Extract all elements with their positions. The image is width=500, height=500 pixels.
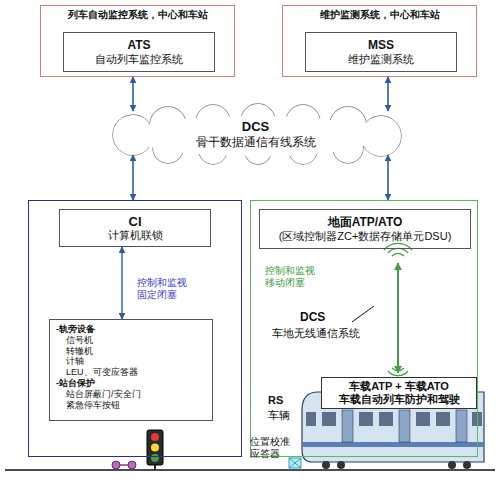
- radio-wave: [392, 253, 404, 256]
- system-group: 列车自动监控系统，中心和车站 ATS自动列车监控系统: [40, 5, 235, 77]
- node-heading: 地面ATP/ATO: [328, 215, 403, 229]
- node-text: 信号机: [56, 335, 93, 346]
- node-text: LEU、可变应答器: [56, 367, 138, 378]
- connector-arrow: [397, 263, 399, 373]
- train-door: [342, 410, 353, 442]
- signal-lamp-green: [151, 454, 159, 462]
- node-heading: -轨旁设备: [56, 324, 95, 335]
- vehicle-name: 车辆: [268, 409, 298, 422]
- rail-track: [5, 469, 495, 471]
- signal-lamp-yellow: [151, 444, 159, 452]
- connector-arrow: [387, 77, 389, 111]
- node-text: (区域控制器ZC+数据存储单元DSU): [279, 230, 452, 243]
- node-text: 骨干数据通信有线系统: [196, 135, 316, 149]
- network-cloud: DCS骨干数据通信有线系统: [103, 103, 408, 165]
- node-heading: 控制和监视 固定闭塞: [137, 277, 193, 301]
- node-text: 转辙机: [56, 346, 93, 357]
- node-text: 站台屏蔽门/安全门: [56, 389, 141, 400]
- train-wheel: [448, 461, 456, 469]
- train-wheel: [337, 461, 345, 469]
- balise-symbol: [289, 458, 301, 468]
- balise-label: 位置校准 应答器: [250, 436, 296, 460]
- vehicle-code: RS: [268, 394, 298, 407]
- node-heading: 车载ATP + 车载ATO: [349, 380, 449, 393]
- node-heading: MSS: [368, 38, 394, 52]
- radio-wave: [388, 371, 408, 376]
- cloud-fill: [113, 104, 401, 164]
- radio-wave: [392, 368, 404, 371]
- node-heading: 列车自动监控系统，中心和车站: [68, 9, 208, 21]
- system-box: ATS自动列车监控系统: [63, 32, 215, 72]
- equipment-list-box: -轨旁设备信号机转辙机计轴LEU、可变应答器-站台保护站台屏蔽门/安全门紧急停车…: [49, 319, 213, 421]
- train-window: [416, 412, 430, 426]
- node-heading: 维护监测系统，中心和车站: [320, 9, 440, 21]
- node-heading: CI: [129, 214, 142, 230]
- node-text: 计轴: [56, 356, 84, 367]
- train-window: [379, 412, 393, 426]
- system-group: 维护监测系统，中心和车站 MSS维护监测系统: [282, 5, 477, 77]
- network-name: DCS: [300, 310, 340, 324]
- signal-head: [147, 430, 163, 465]
- signal-lamp-red: [151, 433, 159, 441]
- train-window: [306, 412, 316, 426]
- train-door: [399, 410, 410, 442]
- train-window: [359, 412, 373, 426]
- node-heading: DCS: [242, 119, 269, 135]
- node-text: 自动列车监控系统: [95, 53, 183, 66]
- balise-cross: [289, 458, 301, 468]
- axle-counter-symbol: [112, 461, 120, 469]
- node-text: 计算机联锁: [108, 229, 163, 242]
- network-description: 车地无线通信系统: [272, 327, 372, 340]
- system-box: MSS维护监测系统: [305, 32, 457, 72]
- connector-arrow: [132, 155, 134, 200]
- connector-arrow: [121, 247, 122, 319]
- onboard-system-box: 车载ATP + 车载ATO车载自动列车防护和驾驶: [321, 377, 477, 409]
- train-door: [456, 410, 467, 442]
- leader-line: [352, 306, 374, 322]
- cloud-core: [130, 116, 380, 156]
- train-wheel: [322, 461, 330, 469]
- zone-controller-box: 地面ATP/ATO(区域控制器ZC+数据存储单元DSU): [259, 209, 471, 249]
- cloud-border: [113, 104, 401, 164]
- axle-counter-symbol: [128, 461, 136, 469]
- balise-cross: [289, 458, 301, 468]
- connector-arrow: [387, 155, 389, 200]
- train-window: [472, 412, 482, 426]
- train-window: [436, 412, 450, 426]
- fixed-block-group: 控制和监视 固定闭塞 CI计算机联锁 -轨旁设备信号机转辙机计轴LEU、可变应答器-…: [28, 200, 242, 457]
- interlocking-box: CI计算机联锁: [59, 209, 211, 247]
- node-heading: ATS: [127, 38, 150, 52]
- radio-wave: [388, 248, 408, 253]
- train-stripe: [302, 442, 484, 447]
- node-text: 维护监测系统: [348, 53, 414, 66]
- node-text: 紧急停车按钮: [56, 400, 120, 411]
- cloud-core: [130, 116, 380, 156]
- connector-arrow: [132, 77, 134, 111]
- node-text: -站台保护: [56, 378, 95, 389]
- train-wheel: [463, 461, 471, 469]
- train-window: [322, 412, 336, 426]
- node-heading: 控制和监视 移动闭塞: [265, 265, 327, 289]
- node-text: 车载自动列车防护和驾驶: [339, 393, 460, 406]
